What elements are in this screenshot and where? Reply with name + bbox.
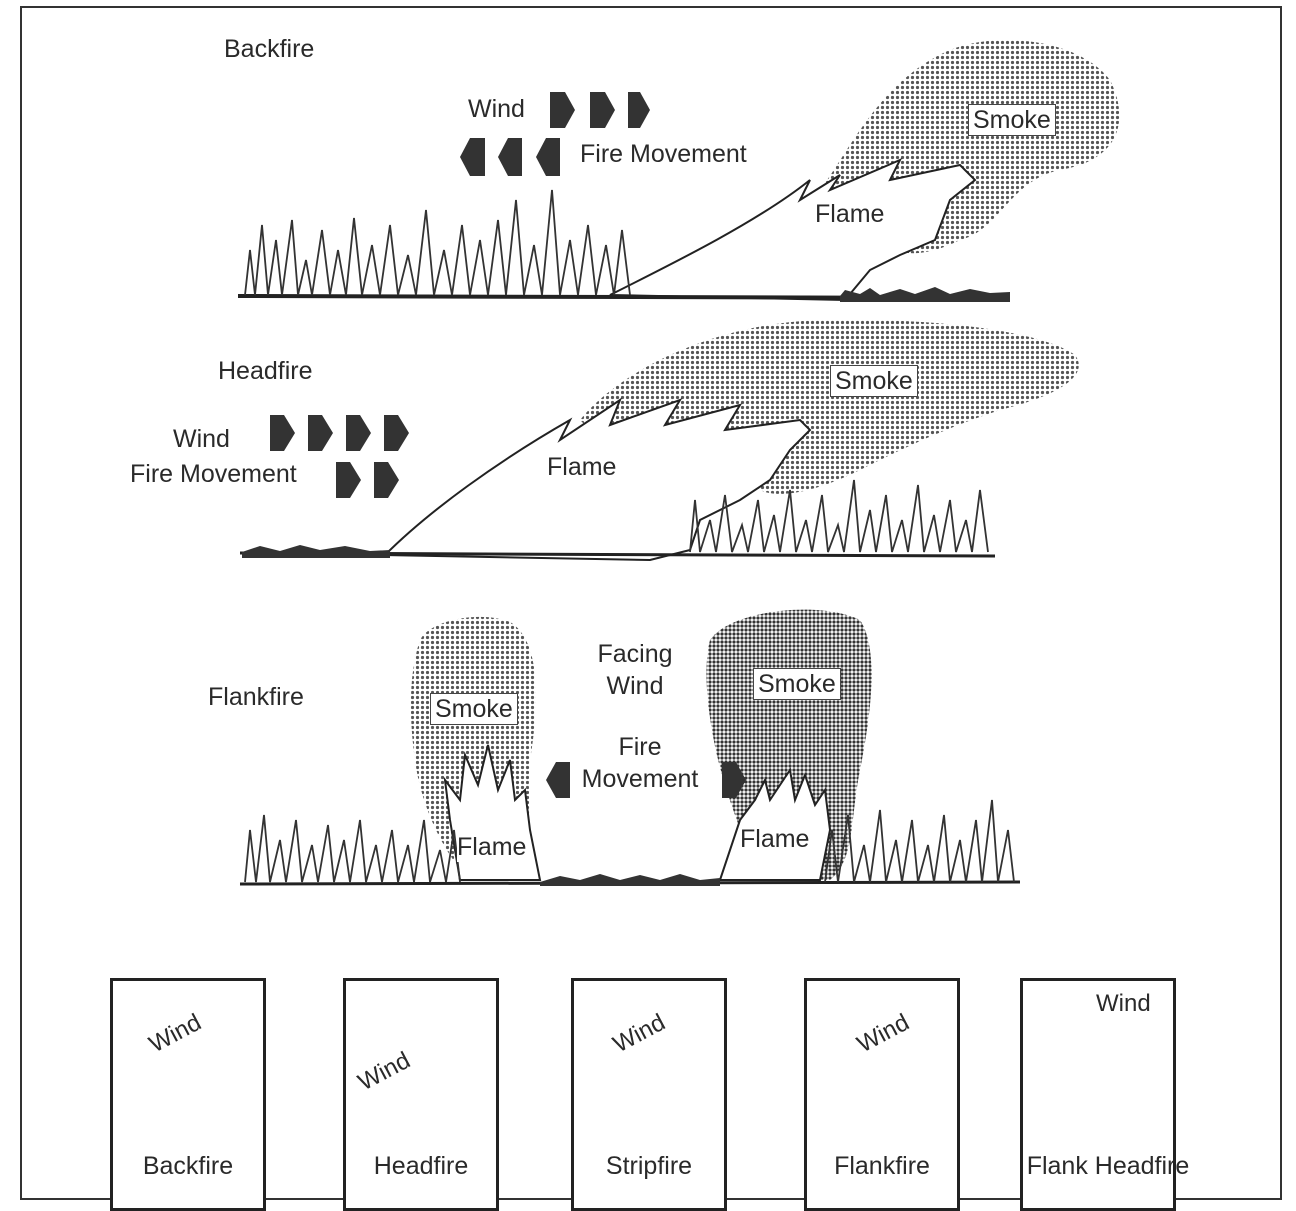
backfire-flame-label: Flame (815, 200, 884, 229)
panel-flankheadfire-wind-label: Wind (1096, 990, 1151, 1018)
flankfire-title: Flankfire (208, 683, 304, 712)
backfire-wind-arrow (550, 92, 575, 128)
headfire-wind-label: Wind (173, 425, 230, 454)
backfire-wind-arrow (628, 92, 650, 128)
panel-flankheadfire-caption: Flank Headfire (1008, 1152, 1208, 1181)
flankfire-facing-label-line1: Facing (585, 640, 685, 669)
backfire-movement-arrow (498, 138, 522, 176)
flankfire-movement-label-line1: Fire (570, 733, 710, 762)
headfire-title: Headfire (218, 357, 313, 386)
backfire-wind-label: Wind (468, 95, 525, 124)
flankfire-left-flame-label: Flame (457, 833, 526, 862)
headfire-smoke-label: Smoke (830, 365, 918, 397)
backfire-smoke-label: Smoke (968, 104, 1056, 136)
panel-stripfire-caption: Stripfire (549, 1152, 749, 1181)
flankfire-burned-ground (540, 874, 720, 886)
backfire-wind-arrow (590, 92, 615, 128)
flankfire-right-smoke-label: Smoke (753, 668, 841, 700)
panel-flankfire-caption: Flankfire (782, 1152, 982, 1181)
headfire-scene (240, 320, 1079, 560)
headfire-flame-label: Flame (547, 453, 616, 482)
headfire-fire-movement-label: Fire Movement (130, 460, 297, 489)
backfire-burned-ground (840, 287, 1010, 302)
backfire-title: Backfire (224, 35, 314, 64)
headfire-wind-arrow (384, 415, 409, 451)
flankfire-movement-label-line2: Movement (570, 765, 710, 794)
flankfire-left-smoke-label: Smoke (430, 693, 518, 725)
backfire-scene (238, 40, 1119, 302)
flankfire-left-arrow (546, 762, 570, 798)
headfire-wind-arrow (346, 415, 371, 451)
headfire-burned-ground (242, 545, 390, 558)
panel-headfire-caption: Headfire (321, 1152, 521, 1181)
headfire-movement-arrow (336, 462, 361, 498)
backfire-fire-movement-label: Fire Movement (580, 140, 747, 169)
backfire-movement-arrow (460, 138, 485, 176)
flankfire-right-flame-label: Flame (740, 825, 809, 854)
backfire-grass (245, 190, 630, 295)
backfire-movement-arrow (536, 138, 560, 176)
flankfire-left-grass (245, 815, 460, 882)
headfire-movement-arrow (374, 462, 399, 498)
panel-backfire-caption: Backfire (88, 1152, 288, 1181)
headfire-wind-arrow (308, 415, 333, 451)
flankfire-facing-label-line2: Wind (585, 672, 685, 701)
headfire-wind-arrow (270, 415, 295, 451)
backfire-flame (610, 160, 975, 300)
